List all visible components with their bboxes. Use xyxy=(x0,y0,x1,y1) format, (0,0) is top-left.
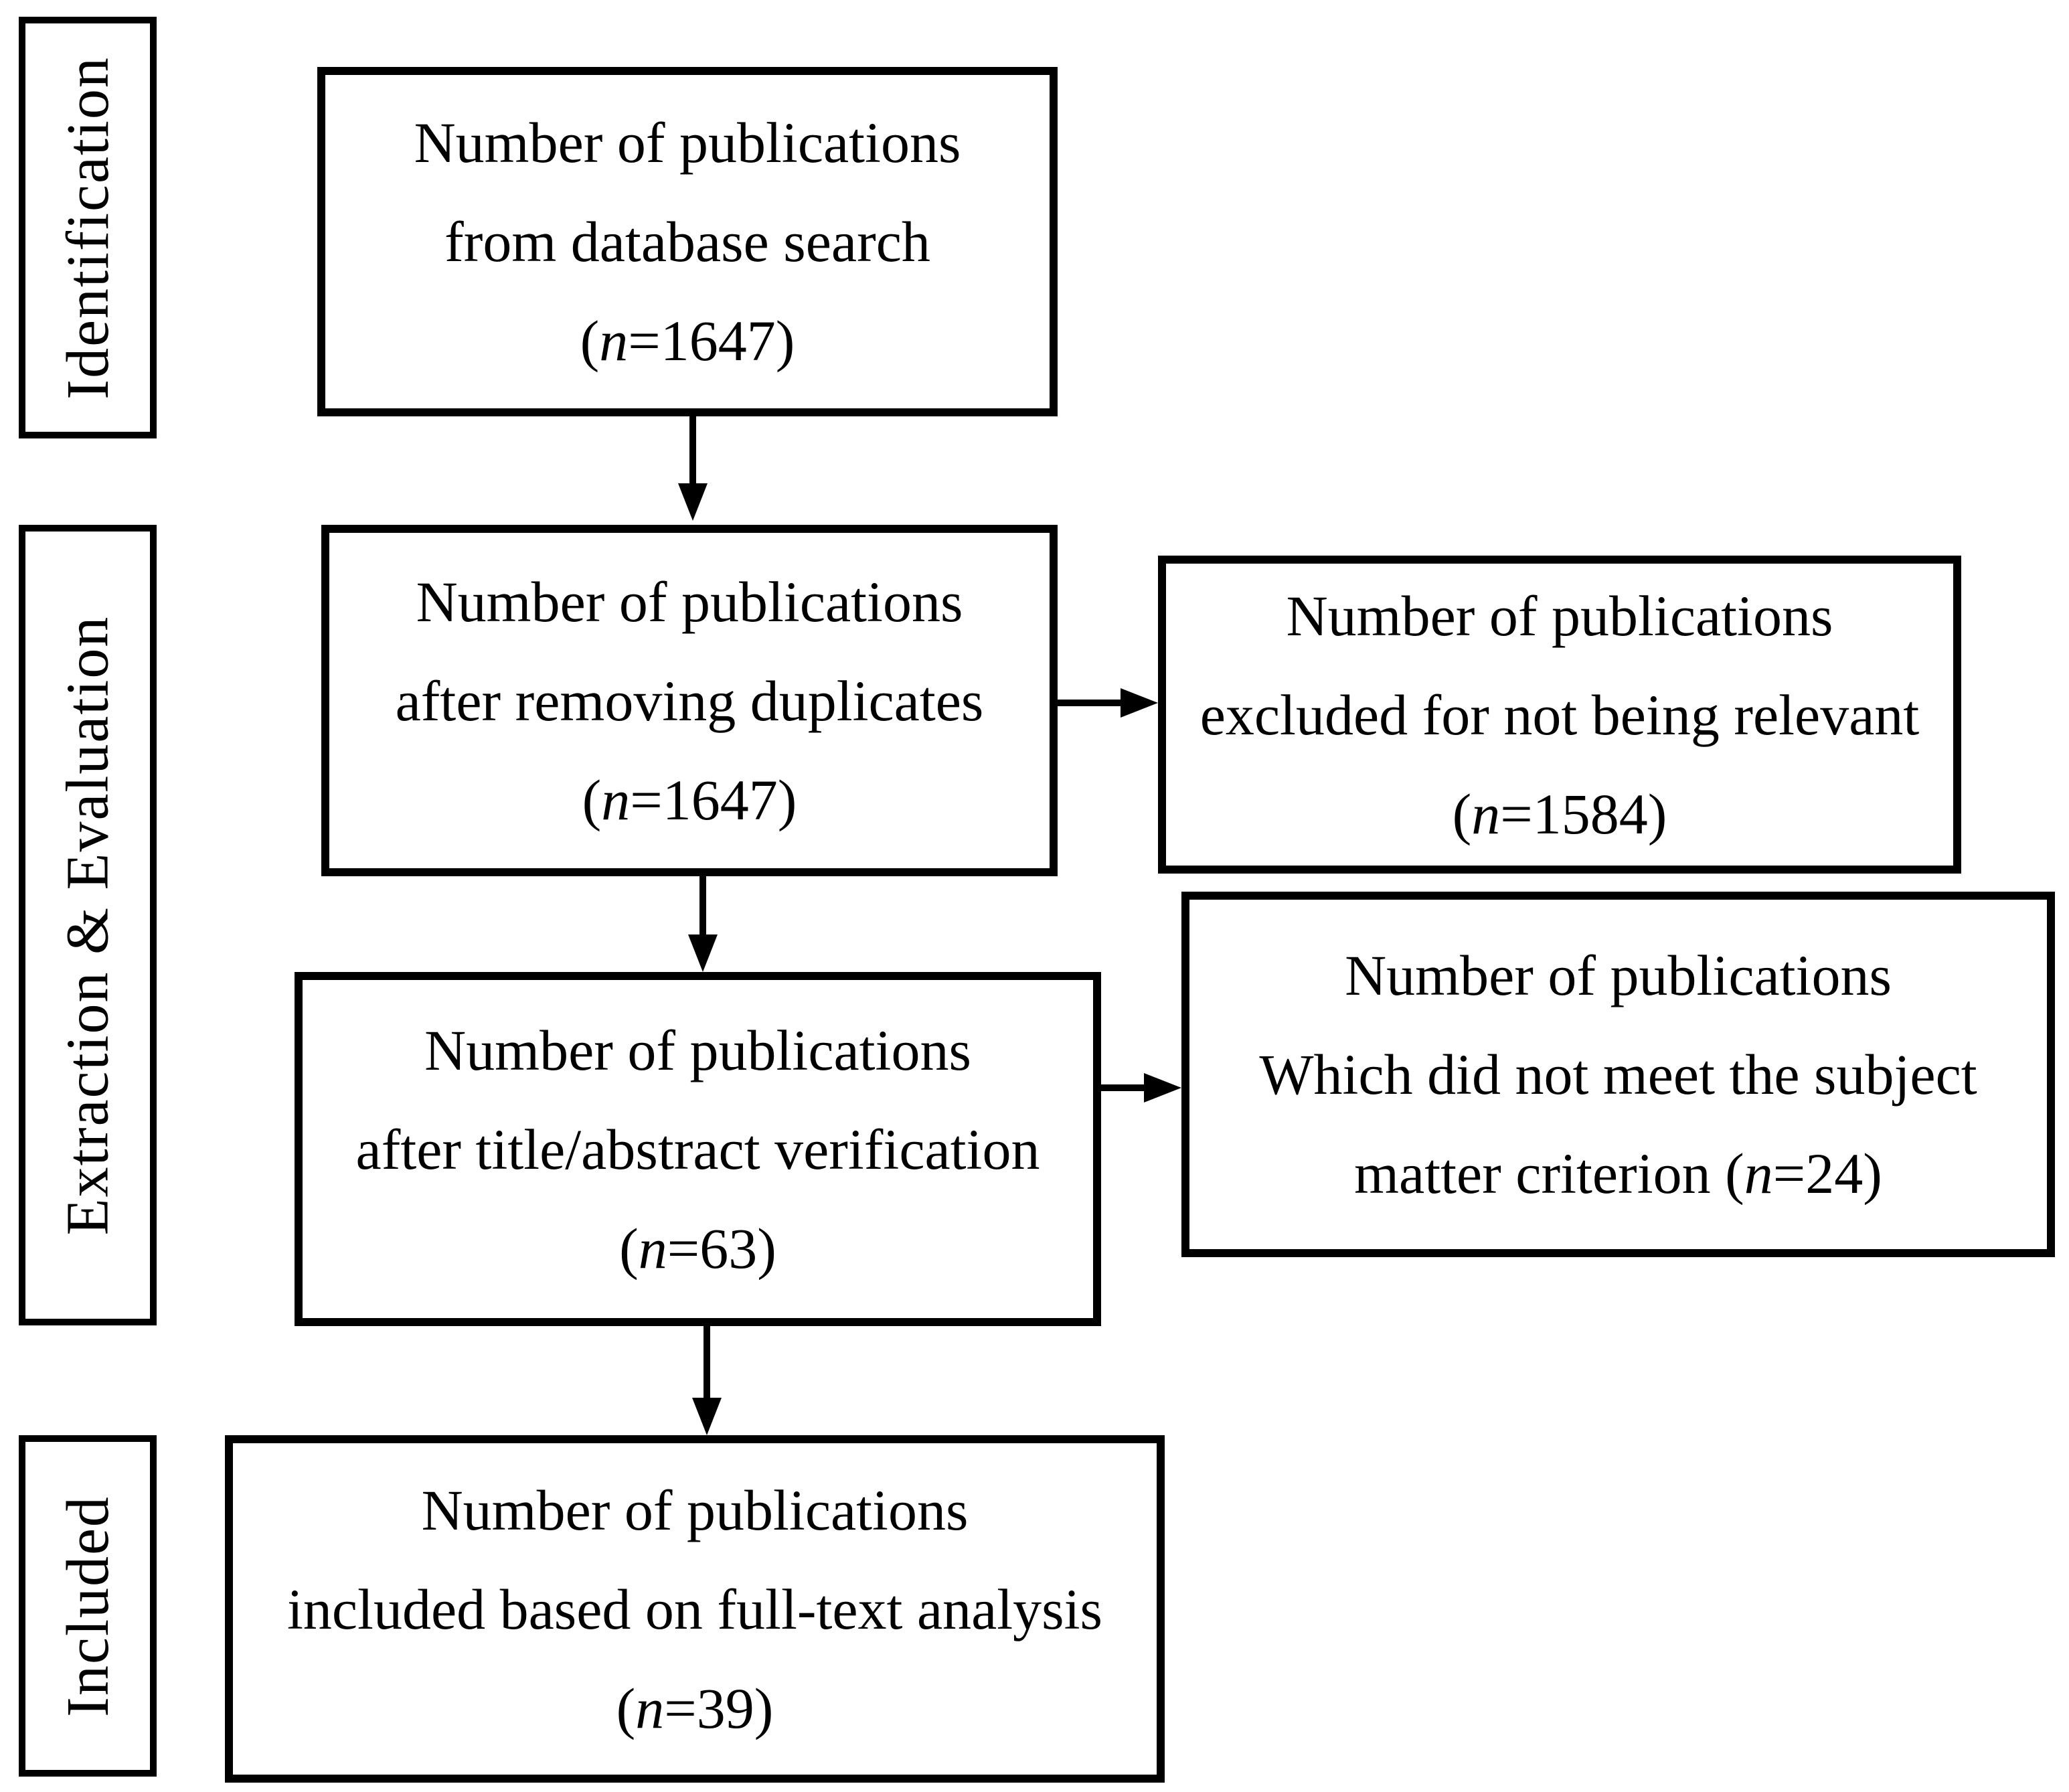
box-title-abstract-verification-line1: Number of publications xyxy=(424,1017,971,1082)
box-title-abstract-verification-count: (n=63) xyxy=(619,1216,776,1281)
arrow-line xyxy=(689,416,696,487)
stage-label-extraction-evaluation-text: Extraction & Evaluation xyxy=(54,615,121,1235)
box-subject-matter-criterion-line2: Which did not meet the subject xyxy=(1259,1042,1977,1107)
box-after-removing-duplicates: Number of publications after removing du… xyxy=(321,525,1058,876)
arrow-line xyxy=(704,1326,710,1398)
box-database-search-line1: Number of publications xyxy=(414,110,961,175)
arrow-line xyxy=(1058,700,1121,706)
stage-label-extraction-evaluation: Extraction & Evaluation xyxy=(19,525,157,1325)
box-after-removing-duplicates-line2: after removing duplicates xyxy=(395,668,984,733)
arrow-head-icon xyxy=(678,483,708,521)
arrow-head-icon xyxy=(692,1398,722,1435)
stage-label-identification: Identification xyxy=(19,17,157,438)
arrow-head-icon xyxy=(1121,688,1158,718)
box-excluded-not-relevant-count: (n=1584) xyxy=(1452,781,1667,846)
stage-label-included: Included xyxy=(19,1435,157,1777)
stage-label-identification-text: Identification xyxy=(54,56,121,400)
arrow-head-icon xyxy=(1144,1073,1181,1103)
arrow-head-icon xyxy=(688,934,718,972)
box-full-text-included: Number of publications included based on… xyxy=(225,1435,1165,1783)
box-full-text-included-line1: Number of publications xyxy=(421,1477,969,1542)
box-after-removing-duplicates-line1: Number of publications xyxy=(416,569,963,634)
box-after-removing-duplicates-count: (n=1647) xyxy=(582,767,797,832)
box-subject-matter-criterion: Number of publications Which did not mee… xyxy=(1181,892,2055,1257)
box-full-text-included-line2: included based on full-text analysis xyxy=(286,1576,1103,1641)
box-subject-matter-criterion-line1: Number of publications xyxy=(1345,943,1892,1007)
box-excluded-not-relevant-line1: Number of publications xyxy=(1286,583,1833,648)
arrow-line xyxy=(699,876,706,935)
box-title-abstract-verification-line2: after title/abstract verification xyxy=(355,1117,1040,1182)
box-database-search-line2: from database search xyxy=(444,210,930,274)
box-full-text-included-count: (n=39) xyxy=(616,1676,774,1740)
arrow-line xyxy=(1101,1084,1145,1091)
stage-label-included-text: Included xyxy=(54,1495,121,1717)
box-excluded-not-relevant-line2: excluded for not being relevant xyxy=(1199,682,1920,747)
box-excluded-not-relevant: Number of publications excluded for not … xyxy=(1158,556,1961,874)
box-database-search: Number of publications from database sea… xyxy=(317,67,1058,416)
box-subject-matter-criterion-count: matter criterion (n=24) xyxy=(1354,1141,1882,1206)
box-database-search-count: (n=1647) xyxy=(580,309,795,373)
box-title-abstract-verification: Number of publications after title/abstr… xyxy=(295,972,1101,1326)
